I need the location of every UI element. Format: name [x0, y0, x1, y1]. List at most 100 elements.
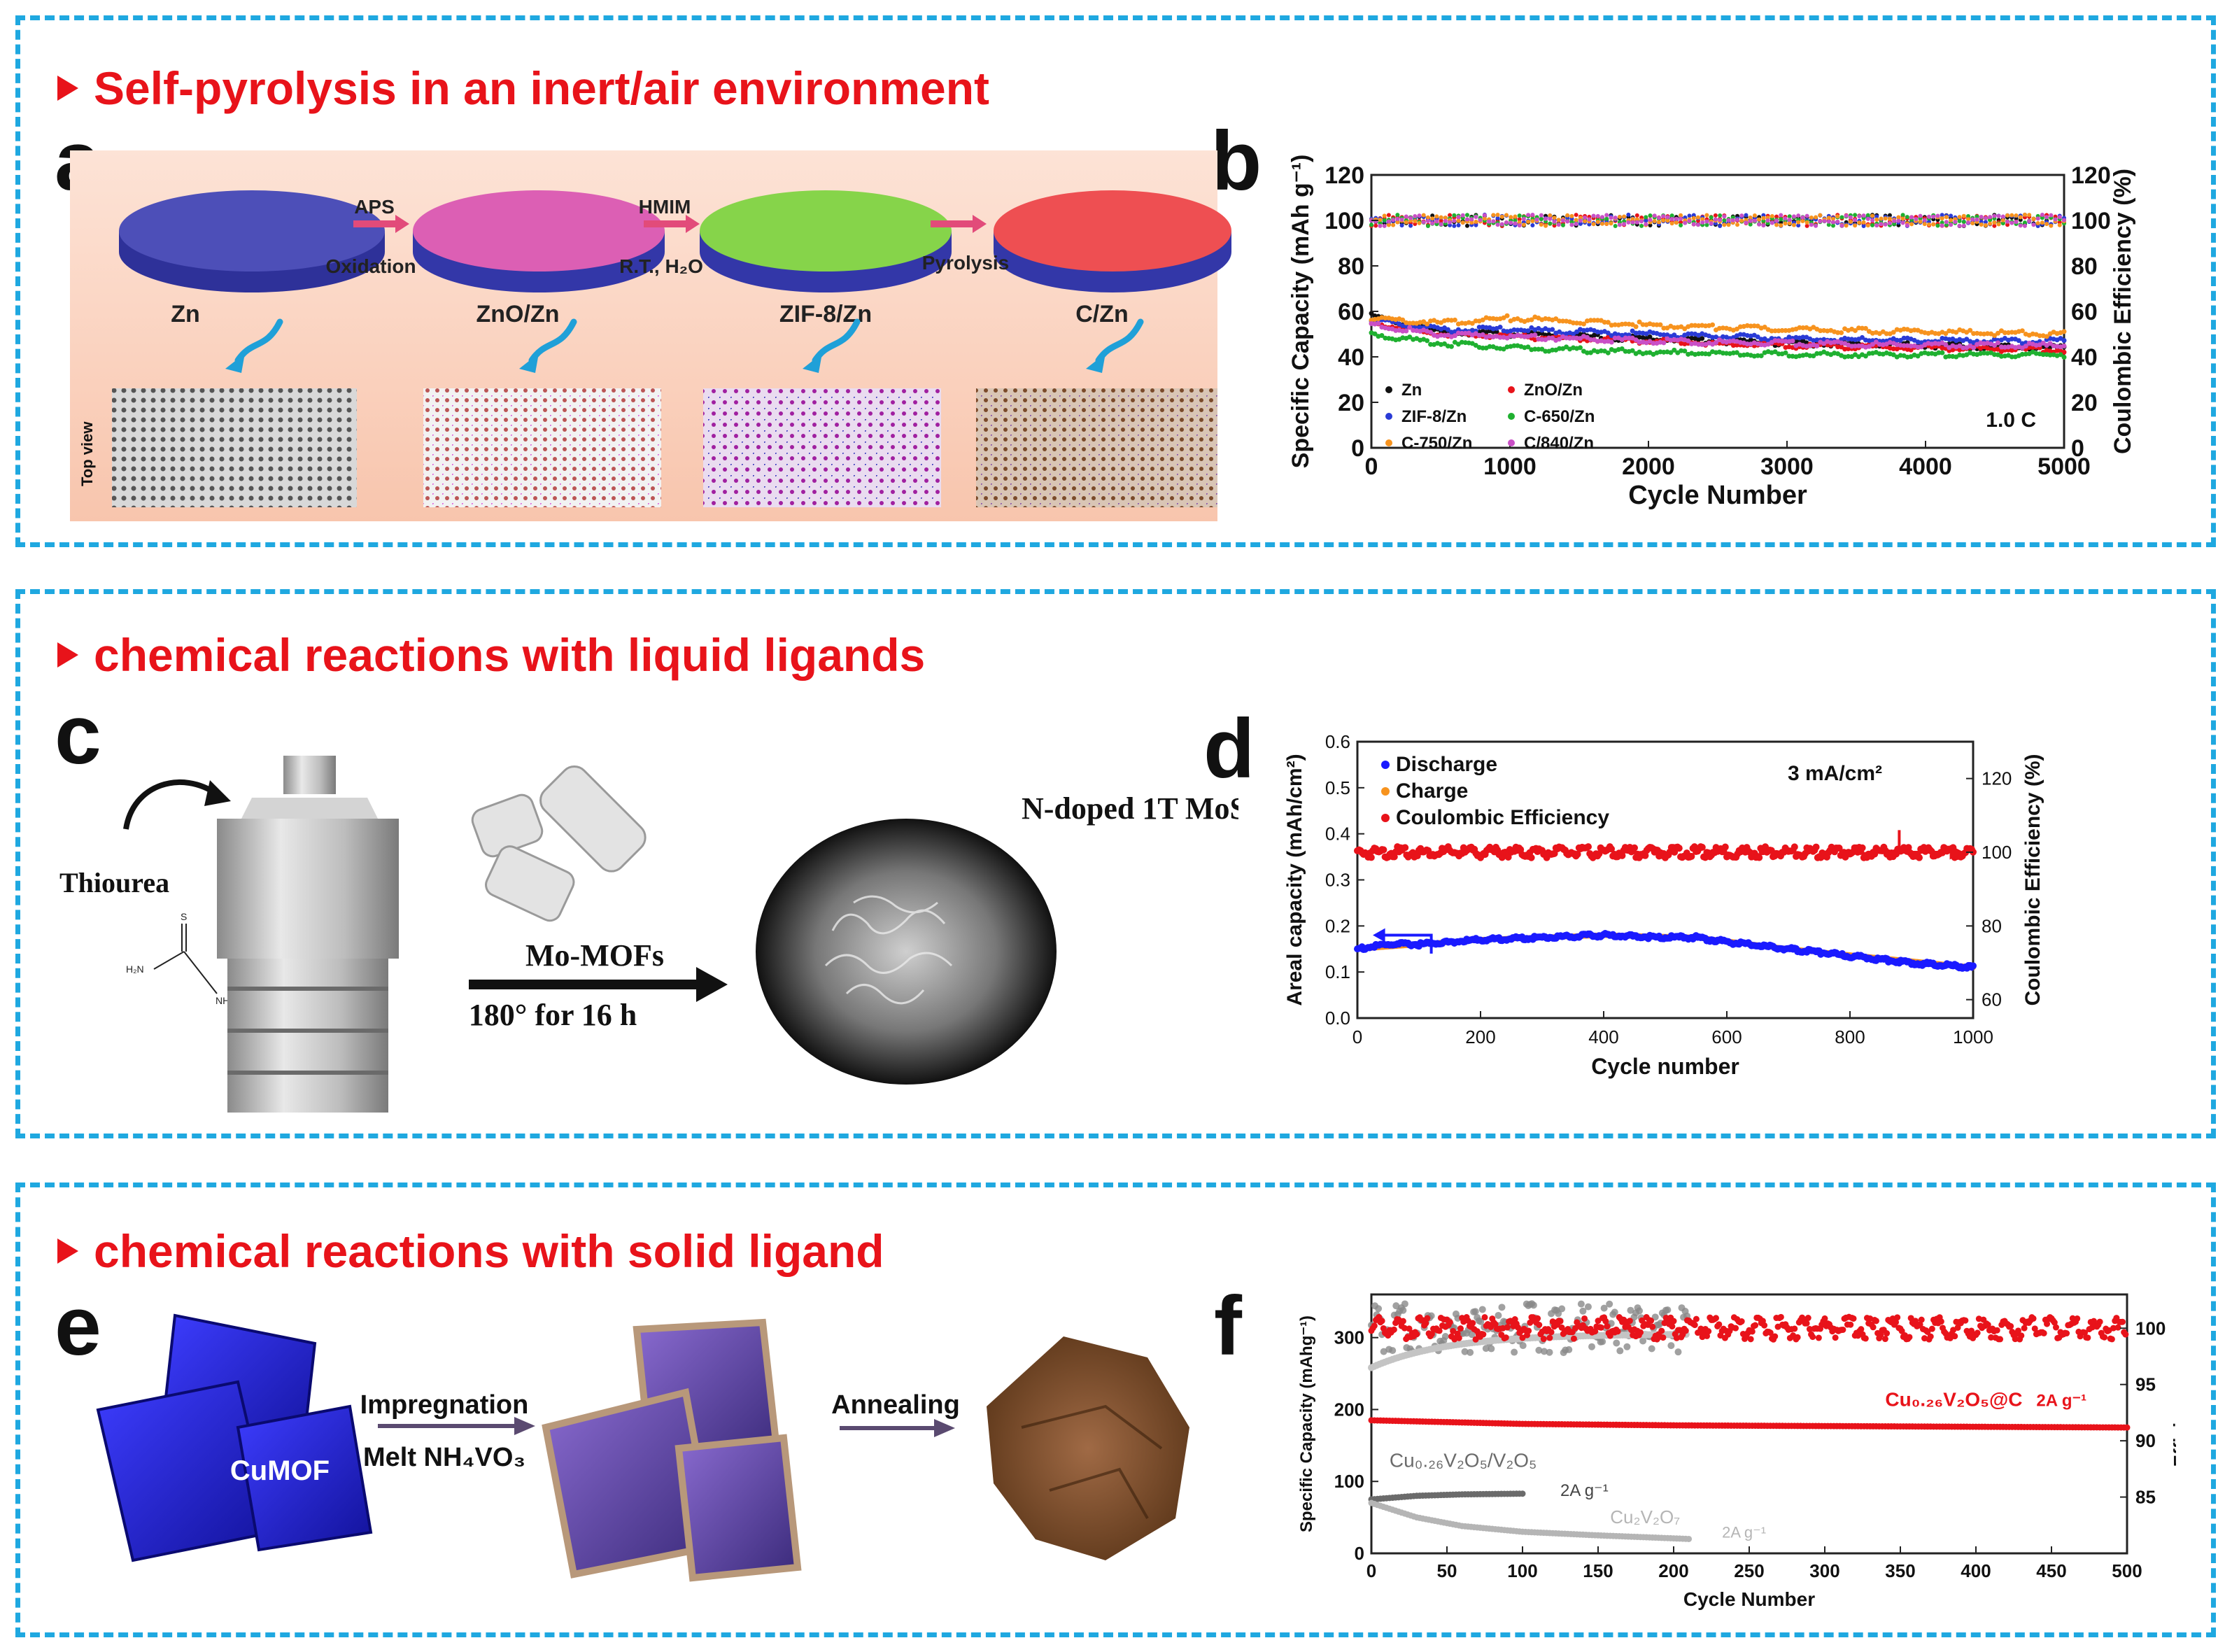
efficiency-point: [2031, 223, 2036, 227]
capacity-point: [1511, 343, 1517, 348]
efficiency-point: [1456, 218, 1461, 223]
eff-gray-point: [1380, 1348, 1387, 1355]
efficiency-point: [1565, 213, 1570, 218]
efficiency-point: [1744, 220, 1749, 225]
efficiency-point: [1574, 222, 1578, 227]
y2-tick-label: 80: [2071, 253, 2098, 280]
efficiency-point: [1779, 220, 1784, 225]
capacity-point: [1790, 338, 1795, 344]
y-tick-label: 80: [1338, 253, 1364, 280]
ce-point: [1631, 844, 1638, 852]
eff-gray-point: [1651, 1313, 1659, 1321]
efficiency-point: [1744, 213, 1749, 218]
efficiency-point: [1818, 213, 1823, 218]
capacity-point: [1428, 330, 1434, 335]
eff-gray-point: [1530, 1301, 1537, 1309]
capacity-point: [1995, 340, 2000, 346]
eff-red-point: [1767, 1329, 1774, 1336]
curved-arrow-icon: [123, 779, 219, 830]
efficiency-point: [1709, 221, 1714, 226]
efficiency-point: [1487, 219, 1492, 224]
efficiency-point: [2022, 212, 2027, 217]
efficiency-point: [1713, 213, 1718, 218]
eff-red-point: [1669, 1323, 1676, 1330]
efficiency-point: [1822, 218, 1827, 223]
capacity-point: [1853, 343, 1858, 348]
capacity-point: [2016, 338, 2021, 344]
series-rate: 2A g⁻¹: [1722, 1523, 1766, 1541]
eff-gray-point: [1599, 1338, 1606, 1346]
efficiency-point: [2005, 223, 2010, 227]
x-tick-label: 250: [1734, 1560, 1764, 1581]
capacity-point: [1686, 331, 1691, 337]
capacity-point: [1487, 316, 1492, 321]
eff-gray-point: [1535, 1346, 1543, 1354]
capacity-point: [1908, 347, 1914, 353]
eff-gray-point: [1389, 1347, 1397, 1355]
efficiency-point: [1517, 213, 1522, 218]
efficiency-point: [1578, 218, 1583, 223]
efficiency-point: [1417, 220, 1422, 225]
eff-gray-point: [1616, 1347, 1624, 1355]
efficiency-point: [1622, 222, 1627, 227]
eff-red-point: [1614, 1328, 1621, 1335]
capacity-point: [1856, 343, 1861, 348]
eff-gray-point: [1519, 1342, 1527, 1350]
efficiency-point: [1944, 223, 1949, 227]
efficiency-point: [1652, 219, 1657, 224]
panel-e-diagram: CuMOF Impregnation Melt NH₄VO₃ Annealing: [96, 1313, 1189, 1582]
efficiency-point: [1874, 217, 1879, 222]
eff-red-point: [1436, 1327, 1443, 1334]
efficiency-point: [1713, 217, 1718, 222]
ce-pointer-head: [1949, 845, 1964, 860]
eff-red-point: [2018, 1332, 2025, 1339]
eff-gray-point: [1488, 1345, 1495, 1353]
efficiency-point: [1604, 216, 1609, 221]
efficiency-point: [1735, 218, 1740, 223]
capacity-point: [1734, 350, 1739, 355]
ce-point: [1527, 854, 1535, 861]
efficiency-point: [1386, 223, 1391, 227]
efficiency-point: [1988, 215, 1993, 220]
efficiency-point: [1695, 223, 1700, 227]
efficiency-point: [1469, 220, 1474, 225]
efficiency-point: [1679, 223, 1683, 227]
x-tick-label: 500: [2112, 1560, 2142, 1581]
capacity-point: [1421, 319, 1427, 325]
efficiency-point: [2040, 220, 2044, 225]
eff-gray-point: [1606, 1300, 1613, 1308]
efficiency-point: [1391, 223, 1396, 227]
capacity-point: [1943, 342, 1949, 348]
capacity-point: [1571, 335, 1576, 341]
efficiency-point: [1931, 222, 1936, 227]
efficiency-point: [1404, 214, 1408, 219]
capacity-point: [1400, 328, 1406, 334]
eff-red-point: [2074, 1315, 2081, 1322]
efficiency-point: [1464, 213, 1469, 218]
efficiency-point: [2000, 214, 2005, 219]
eff-gray-point: [1648, 1345, 1655, 1353]
efficiency-point: [1386, 219, 1391, 224]
efficiency-point: [1918, 213, 1923, 218]
eff-red-point: [1732, 1325, 1739, 1332]
efficiency-point: [1966, 220, 1971, 225]
efficiency-point: [2018, 215, 2023, 220]
legend-marker: [1381, 787, 1390, 796]
discharge-point: [1970, 962, 1977, 970]
capacity-point: [1783, 350, 1788, 355]
series-label: Cu₂V₂O₇: [1610, 1506, 1680, 1527]
efficiency-point: [1739, 218, 1744, 223]
lattice-zno: [423, 388, 661, 507]
capacity-point: [1546, 335, 1552, 341]
eff-gray-point: [1471, 1308, 1479, 1315]
disc-c: [994, 190, 1231, 292]
rate-annotation: 3 mA/cm²: [1788, 762, 1882, 785]
capacity-point: [1483, 325, 1489, 330]
capacity-point: [1866, 338, 1872, 344]
capacity-point: [1807, 353, 1813, 358]
capacity-point: [2009, 336, 2014, 341]
eff-red-point: [1872, 1318, 1879, 1325]
ce-point: [1916, 854, 1923, 861]
efficiency-point: [1844, 213, 1849, 218]
triangle-bullet-icon: [57, 1238, 78, 1264]
